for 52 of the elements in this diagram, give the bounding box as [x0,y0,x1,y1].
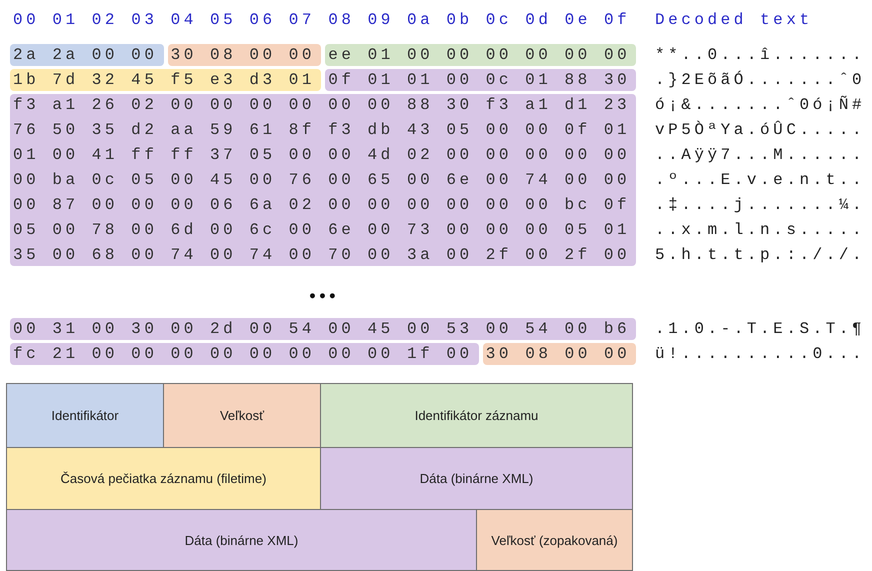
decoded-text: .}2EõãÓ.......ˆ0 [655,70,866,91]
hex-bytes: 00 31 00 30 00 2d 00 54 00 45 00 53 00 54 00 b6 [13,319,630,340]
hex-bytes: ee 01 00 00 00 00 00 00 [328,45,630,66]
column-offset: 0b [446,10,473,31]
column-offset: 02 [92,10,118,31]
record-field: Veľkosť (zopakovaná) [476,509,633,571]
hex-bytes: fc 21 00 00 00 00 00 00 00 00 1f 00 [13,344,473,365]
hex-bytes: 00 87 00 00 00 06 6a 02 00 00 00 00 00 00 bc 0f [13,195,630,216]
hex-bytes: 30 08 00 00 [486,344,630,365]
column-offset: 06 [249,10,276,31]
column-offset: 0a [407,10,434,31]
byte-highlight [10,94,636,266]
hex-bytes: f3 a1 26 02 00 00 00 00 00 00 88 30 f3 a1 d1 23 [13,95,630,116]
hex-bytes: 2a 2a 00 00 [13,45,158,66]
hex-bytes: 76 50 35 d2 aa 59 61 8f f3 db 43 05 00 00 0f 01 [13,120,630,141]
column-offset: 08 [328,10,354,31]
column-offset: 01 [52,10,79,31]
record-field: Veľkosť [163,383,321,448]
hex-bytes: 35 00 68 00 74 00 74 00 70 00 3a 00 2f 00 2f 00 [13,245,630,266]
hex-bytes: 1b 7d 32 45 f5 e3 d3 01 [13,70,316,91]
record-field: Identifikátor záznamu [320,383,633,448]
column-heading: Decoded text [655,10,813,31]
decoded-text: 5.h.t.t.p.:././. [655,245,866,266]
column-offset: 05 [210,10,236,31]
column-offset: 09 [368,10,394,31]
record-field: Identifikátor [6,383,164,448]
decoded-text: ..x.m.l.n.s..... [655,220,866,241]
column-offset: 0f [604,10,630,31]
column-offset: 03 [131,10,158,31]
record-field: Časová pečiatka záznamu (filetime) [6,447,321,510]
column-offset: 07 [288,10,316,31]
decoded-text: .1.0.-.T.E.S.T.¶ [655,319,866,340]
column-offset: 0e [564,10,591,31]
decoded-text: **..0...î....... [655,45,866,66]
ellipsis: ••• [308,288,338,307]
record-field: Dáta (binárne XML) [320,447,633,510]
column-offset: 00 [13,10,40,31]
decoded-text: ü!..........0... [655,344,866,365]
hex-bytes: 05 00 78 00 6d 00 6c 00 6e 00 73 00 00 00 05 01 [13,220,630,241]
hex-bytes: 30 08 00 00 [170,45,316,66]
column-offset: 04 [170,10,197,31]
hex-bytes: 01 00 41 ff ff 37 05 00 00 4d 02 00 00 00 00 00 [13,145,630,166]
decoded-text: ..Aÿÿ7...M...... [655,145,866,166]
hex-bytes: 0f 01 01 00 0c 01 88 30 [328,70,630,91]
record-field: Dáta (binárne XML) [6,509,477,571]
hex-bytes: 00 ba 0c 05 00 45 00 76 00 65 00 6e 00 74 00 00 [13,170,630,191]
decoded-text: ó¡&.......ˆ0ó¡Ñ# [655,94,866,116]
decoded-text: .º...E.v.e.n.t.. [655,170,866,191]
column-offset: 0d [525,10,552,31]
column-offset: 0c [486,10,512,31]
decoded-text: .‡....j.......¼. [655,195,866,216]
decoded-text: vP5ÒªYa.óÛC..... [655,120,866,141]
